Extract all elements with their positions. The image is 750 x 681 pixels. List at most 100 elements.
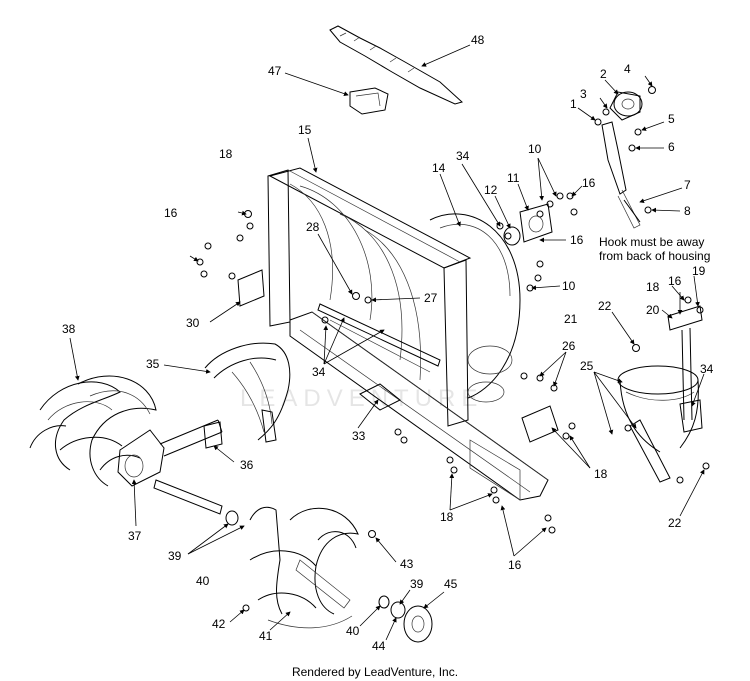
watermark-text: LEADVENTURE xyxy=(240,385,484,412)
callout-16-left: 16 xyxy=(164,206,178,220)
small-hardware-upper-right xyxy=(594,86,656,223)
leader-10b xyxy=(537,157,557,197)
callout-45: 45 xyxy=(444,577,458,591)
callout-10-top: 10 xyxy=(528,142,542,156)
leader-26b xyxy=(553,351,567,387)
part-39-shaft xyxy=(153,479,239,526)
callout-19: 19 xyxy=(692,264,706,278)
leader-left-hw2 xyxy=(189,255,199,262)
leader-42 xyxy=(229,609,245,623)
leader-20 xyxy=(661,309,673,319)
part-41-auger-right xyxy=(249,506,359,629)
callout-43: 43 xyxy=(400,557,414,571)
leader-15 xyxy=(307,137,318,173)
leader-34b1 xyxy=(323,325,329,365)
callout-33: 33 xyxy=(352,429,366,443)
leader-16e xyxy=(513,527,547,557)
callout-39-left: 39 xyxy=(168,549,182,563)
leader-left-hw1 xyxy=(237,210,247,216)
leader-18b xyxy=(569,435,591,469)
callout-7: 7 xyxy=(684,178,691,192)
leader-7 xyxy=(639,187,683,204)
callout-6: 6 xyxy=(668,140,675,154)
callout-18-bottom: 18 xyxy=(440,510,454,524)
callout-2: 2 xyxy=(600,67,607,81)
leader-16a xyxy=(571,185,583,197)
callout-42: 42 xyxy=(212,617,226,631)
callout-40-right: 40 xyxy=(346,624,360,638)
leader-39b xyxy=(187,525,245,555)
part-35-impeller xyxy=(204,342,291,443)
leader-34b2 xyxy=(323,317,345,365)
leader-41 xyxy=(269,611,291,631)
callout-14: 14 xyxy=(432,161,446,175)
callout-35: 35 xyxy=(146,357,160,371)
leader-19 xyxy=(693,275,700,307)
leader-4 xyxy=(644,75,653,87)
leader-25b xyxy=(593,371,614,435)
leader-18d xyxy=(449,473,455,511)
leader-39a xyxy=(187,523,229,555)
callout-16-bottom: 16 xyxy=(508,558,522,572)
part-25-chute-ring xyxy=(617,365,699,483)
callout-21: 21 xyxy=(564,312,578,326)
callout-47: 47 xyxy=(268,64,282,78)
callout-16-chute: 16 xyxy=(668,274,682,288)
leader-34c xyxy=(691,373,705,407)
callout-22-bottom: 22 xyxy=(668,516,682,530)
leader-48 xyxy=(421,44,471,67)
leader-45 xyxy=(423,591,445,609)
hook-note-line-1: Hook must be away xyxy=(599,235,705,249)
callout-41: 41 xyxy=(259,629,273,643)
callout-1: 1 xyxy=(570,97,577,111)
callout-3: 3 xyxy=(580,87,587,101)
leader-26a xyxy=(539,351,567,377)
callout-39-right: 39 xyxy=(410,577,424,591)
leader-40b xyxy=(359,605,381,627)
leader-47 xyxy=(284,72,349,96)
callout-38: 38 xyxy=(62,322,76,336)
leader-16d xyxy=(500,505,515,557)
callout-37: 37 xyxy=(128,529,142,543)
leader-18e xyxy=(449,493,493,511)
callout-27: 27 xyxy=(424,291,438,305)
part-37-gearbox xyxy=(117,419,223,487)
part-2-pulley xyxy=(609,91,643,121)
callout-36: 36 xyxy=(240,458,254,472)
part-38-auger-left xyxy=(29,375,157,487)
callout-28: 28 xyxy=(306,220,320,234)
leader-44 xyxy=(385,617,397,641)
chute-hardware xyxy=(624,296,710,484)
callout-34-top: 34 xyxy=(456,149,470,163)
leader-5 xyxy=(641,121,665,131)
callout-22-top: 22 xyxy=(598,299,612,313)
leader-18c xyxy=(551,427,591,469)
footer-credit: Rendered by LeadVenture, Inc. xyxy=(291,665,459,679)
part-11-flange xyxy=(503,203,553,246)
part-36-key xyxy=(203,421,223,449)
part-47-bracket xyxy=(349,87,389,115)
leader-10c xyxy=(531,285,561,291)
leader-37 xyxy=(131,479,137,527)
hook-note: Hook must be away from back of housing xyxy=(599,235,749,263)
leader-39c xyxy=(399,589,411,605)
leader-12 xyxy=(494,195,511,229)
callout-12: 12 xyxy=(484,183,498,197)
part-30-bracket xyxy=(237,269,265,307)
leader-27 xyxy=(371,297,421,303)
callout-18-chute: 18 xyxy=(646,280,660,294)
hook-note-line-2: from back of housing xyxy=(599,249,711,263)
leader-35 xyxy=(163,364,211,374)
leader-30 xyxy=(209,301,241,323)
leader-22b xyxy=(679,469,705,517)
leader-43 xyxy=(375,537,397,563)
leader-3 xyxy=(599,97,608,109)
leader-8 xyxy=(651,207,681,213)
leader-25c xyxy=(593,371,637,429)
part-45-hub xyxy=(378,595,433,643)
callout-44: 44 xyxy=(372,639,386,653)
leader-2 xyxy=(604,79,619,95)
callout-8: 8 xyxy=(684,204,691,218)
